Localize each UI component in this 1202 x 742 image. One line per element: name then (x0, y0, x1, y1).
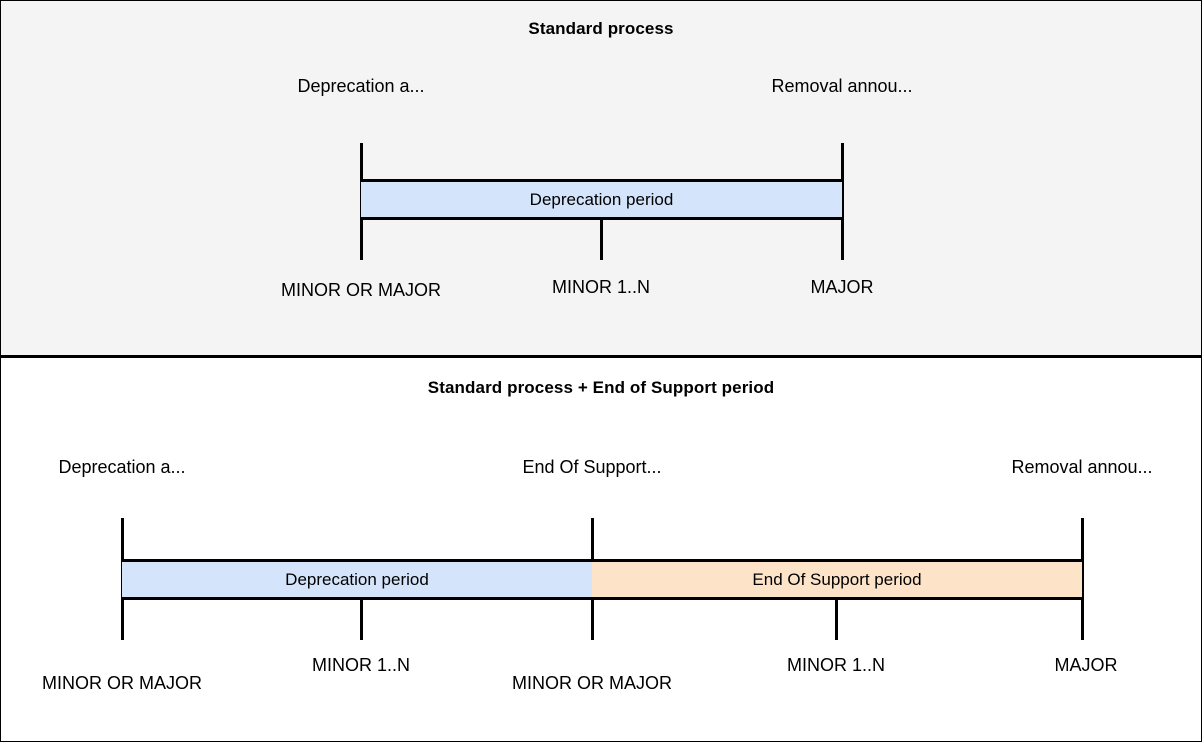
bar-label-end-of-support-period: End Of Support period (752, 569, 922, 589)
axis-label-minor-or-major-1: MINOR OR MAJOR (281, 280, 441, 300)
bar-deprecation-period-2: Deprecation period (122, 559, 592, 600)
event-label-deprecation-announcement: Deprecation a... (297, 76, 425, 96)
panel-standard-process-end-of-support: Standard process + End of Support period… (1, 358, 1201, 741)
bar-end-of-support-period: End Of Support period (592, 559, 1082, 600)
tick-major-removal-2 (1081, 518, 1084, 640)
tick-minor-middle (600, 220, 603, 260)
event-label-deprecation-announcement-2: Deprecation a... (58, 457, 186, 477)
panel-standard-process: Standard process Deprecation a... Remova… (1, 1, 1201, 358)
panel-title-standard-process: Standard process (528, 19, 674, 38)
event-label-removal-announcement: Removal annou... (771, 76, 913, 96)
axis-label-major-2: MAJOR (1054, 655, 1118, 675)
axis-label-minor-1n-3: MINOR 1..N (786, 655, 886, 675)
bar-label-deprecation-period-2: Deprecation period (285, 569, 429, 589)
axis-label-major-1: MAJOR (810, 277, 874, 297)
bar-deprecation-period: Deprecation period (361, 179, 842, 220)
tick-major-removal (841, 143, 844, 260)
event-label-removal-announcement-2: Removal annou... (1011, 457, 1153, 477)
panel-title-end-of-support: Standard process + End of Support period (427, 378, 775, 397)
event-label-end-of-support-announcement: End Of Support... (522, 457, 662, 477)
tick-minor-end-of-support (835, 600, 838, 640)
axis-label-minor-1n-2: MINOR 1..N (311, 655, 411, 675)
axis-label-minor-or-major-3: MINOR OR MAJOR (512, 673, 672, 693)
axis-label-minor-or-major-2: MINOR OR MAJOR (42, 673, 202, 693)
tick-minor-deprecation (360, 600, 363, 640)
axis-label-minor-1n-1: MINOR 1..N (551, 277, 651, 297)
bar-label-deprecation-period: Deprecation period (529, 189, 674, 209)
